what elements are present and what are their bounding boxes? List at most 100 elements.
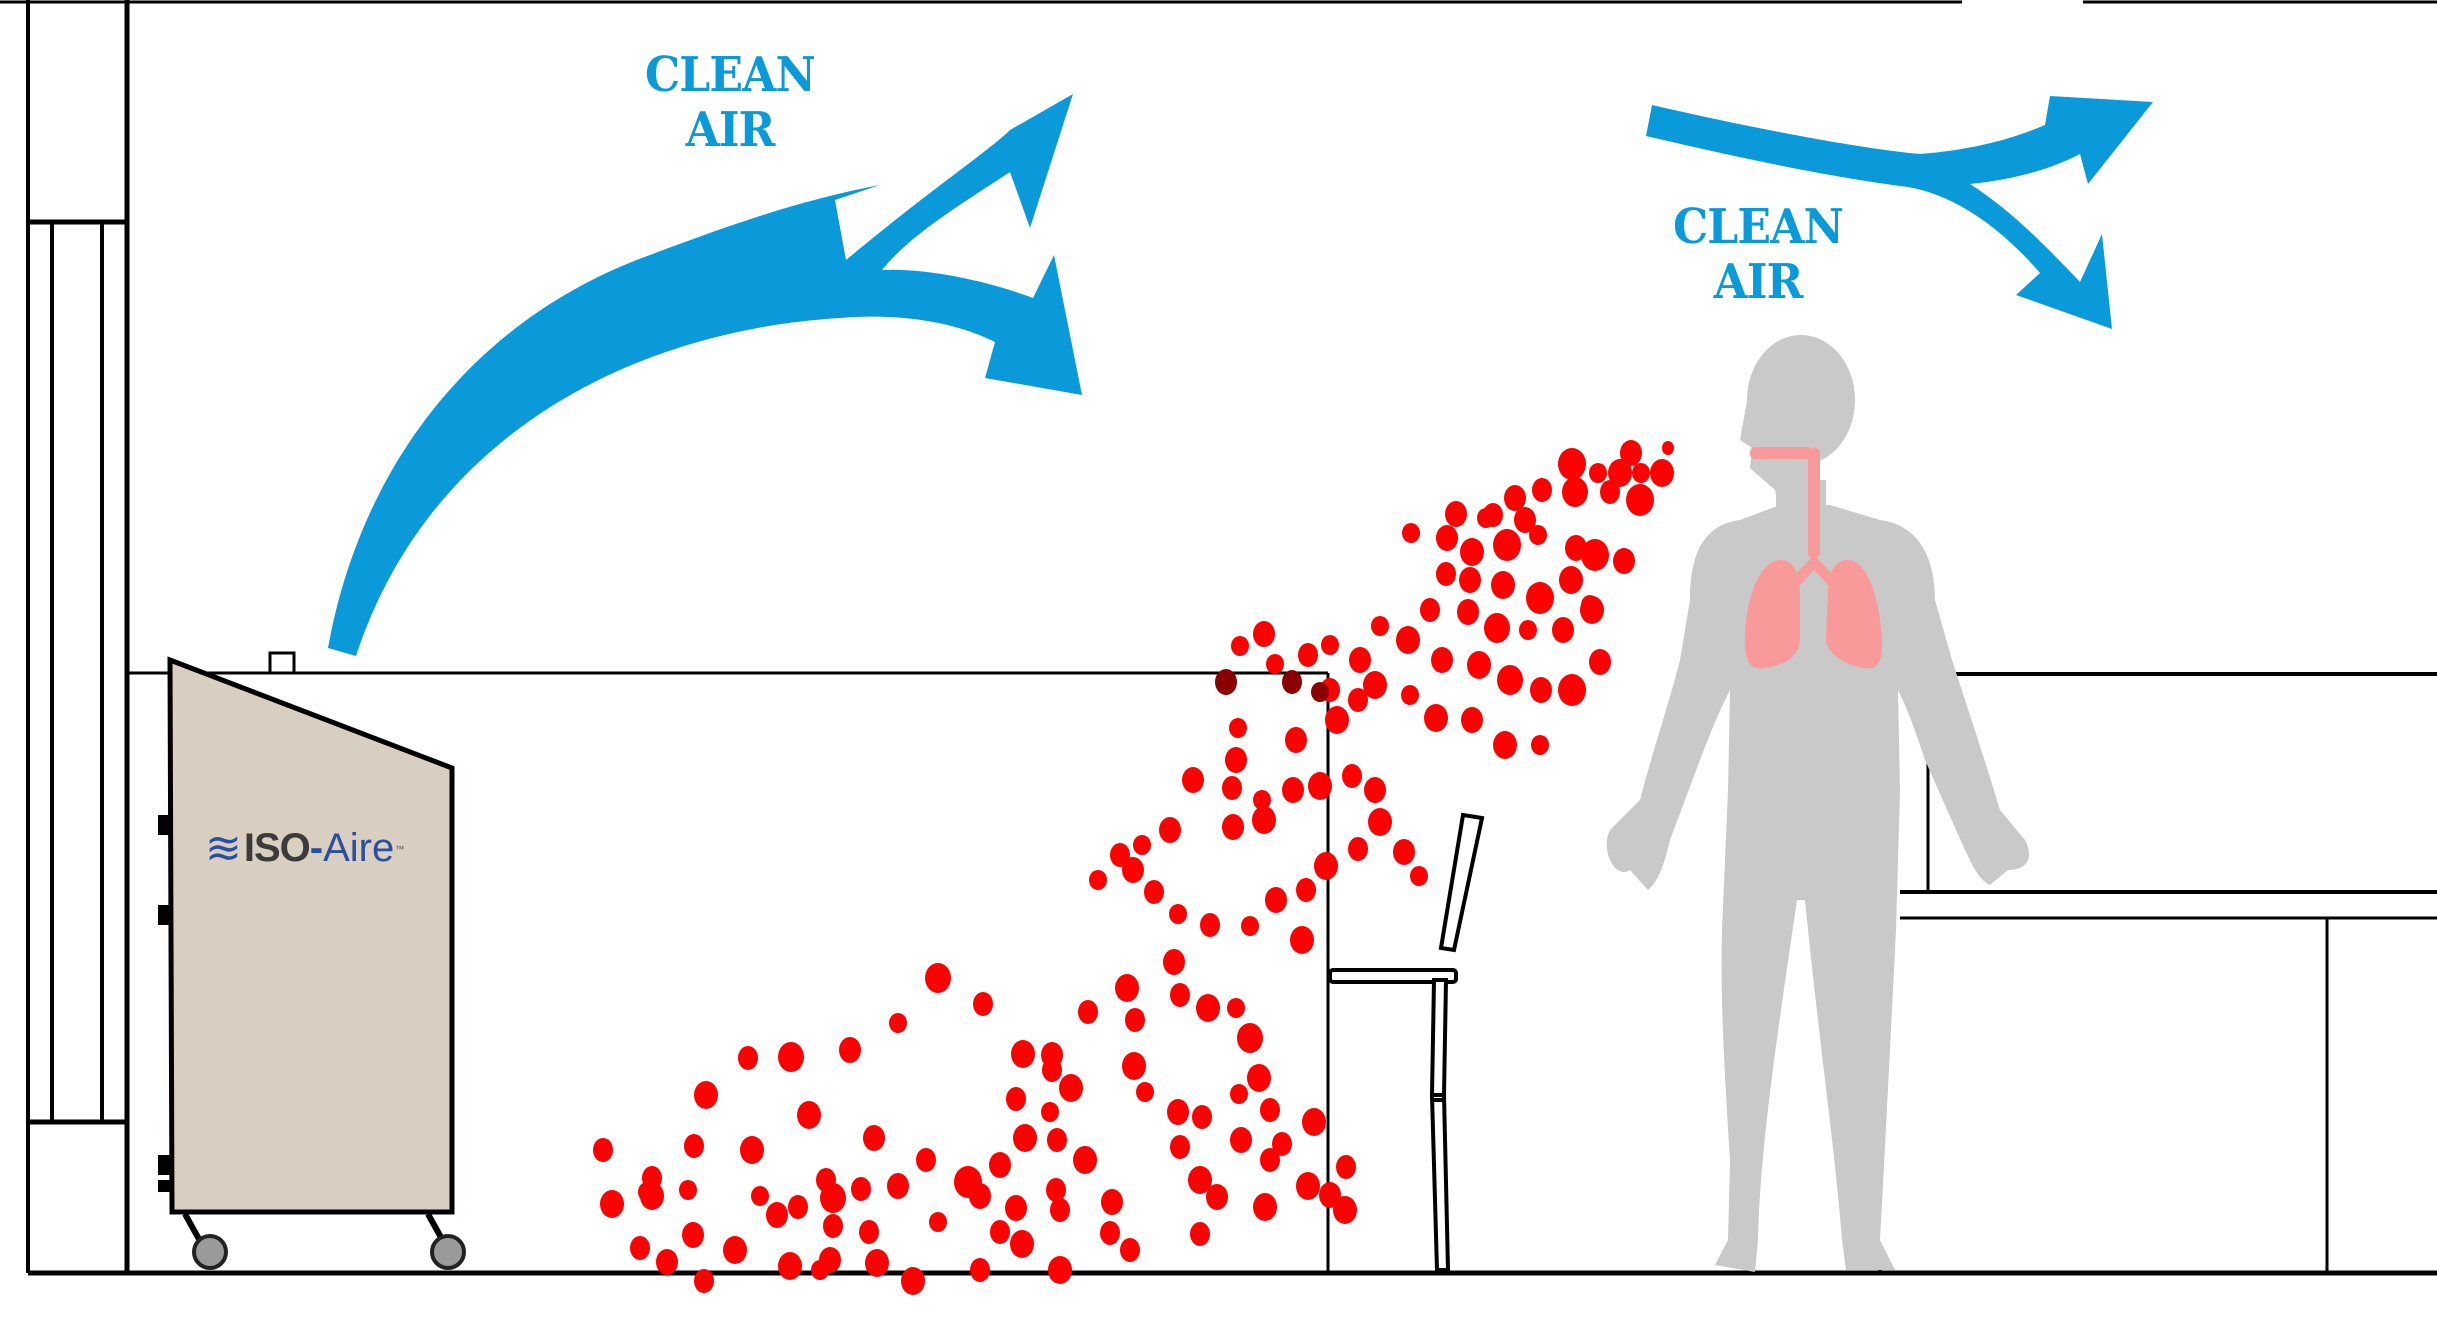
label-line1: CLEAN bbox=[645, 47, 816, 103]
droplet bbox=[1342, 764, 1362, 788]
droplet bbox=[1497, 665, 1523, 695]
droplet bbox=[969, 1183, 991, 1209]
droplet bbox=[1222, 814, 1244, 840]
droplet bbox=[1467, 651, 1491, 679]
droplet bbox=[1457, 599, 1479, 625]
droplet bbox=[887, 1173, 909, 1199]
droplet bbox=[1100, 1221, 1120, 1245]
droplet bbox=[1115, 974, 1139, 1002]
droplet bbox=[1296, 878, 1316, 902]
droplet bbox=[1608, 459, 1632, 487]
droplet bbox=[1298, 643, 1318, 667]
droplet bbox=[811, 1260, 829, 1280]
droplet bbox=[1308, 772, 1332, 800]
droplet bbox=[1182, 767, 1204, 793]
droplet bbox=[823, 1214, 843, 1238]
droplet bbox=[863, 1125, 885, 1151]
droplet bbox=[1461, 707, 1483, 733]
droplet bbox=[1089, 870, 1107, 890]
droplet bbox=[1253, 1193, 1277, 1221]
droplet bbox=[1252, 806, 1276, 834]
droplet bbox=[1477, 508, 1495, 528]
iso-aire-unit bbox=[158, 651, 466, 1270]
droplet bbox=[1285, 727, 1307, 753]
clean-air-label-left: CLEAN AIR bbox=[638, 47, 822, 159]
droplet bbox=[916, 1148, 936, 1172]
droplet bbox=[1247, 1064, 1271, 1092]
droplet bbox=[1662, 441, 1674, 455]
droplet bbox=[1632, 463, 1650, 483]
brand-dash: - bbox=[309, 826, 324, 870]
droplet bbox=[1122, 857, 1144, 883]
droplet bbox=[1047, 1128, 1067, 1152]
droplet bbox=[839, 1037, 861, 1063]
droplet bbox=[1532, 478, 1552, 502]
droplet bbox=[1504, 485, 1526, 511]
droplet bbox=[1491, 571, 1515, 599]
droplet bbox=[1110, 843, 1130, 867]
droplet bbox=[851, 1177, 871, 1201]
room-outline bbox=[0, 0, 2437, 1276]
clean-air-arrow-right bbox=[1646, 96, 2153, 329]
droplet bbox=[1562, 477, 1588, 507]
droplet bbox=[1290, 926, 1314, 954]
droplet bbox=[788, 1195, 808, 1219]
droplet bbox=[973, 992, 993, 1016]
droplet bbox=[656, 1249, 678, 1275]
droplet bbox=[1163, 949, 1185, 975]
droplet bbox=[1348, 688, 1368, 712]
droplet bbox=[1222, 776, 1242, 800]
lungs-icon bbox=[1745, 447, 1883, 669]
droplet bbox=[1122, 1052, 1146, 1080]
droplet bbox=[1059, 1074, 1083, 1102]
droplet bbox=[1041, 1102, 1059, 1122]
droplet bbox=[925, 963, 951, 993]
droplet bbox=[1558, 448, 1586, 480]
droplet bbox=[1206, 1184, 1228, 1210]
droplet bbox=[1192, 1105, 1212, 1129]
droplet bbox=[679, 1180, 697, 1200]
droplet bbox=[1296, 1172, 1320, 1200]
droplet bbox=[820, 1183, 846, 1213]
droplet bbox=[694, 1269, 714, 1293]
caster-wheel-left bbox=[182, 1212, 228, 1270]
caster-wheel-right bbox=[425, 1212, 466, 1270]
droplet bbox=[889, 1013, 907, 1033]
droplet bbox=[1005, 1195, 1027, 1221]
droplet bbox=[1589, 463, 1607, 483]
exhaled-droplets bbox=[593, 440, 1674, 1295]
droplet bbox=[642, 1166, 662, 1190]
chair bbox=[1328, 812, 1485, 1272]
droplet bbox=[1333, 1196, 1357, 1224]
droplet bbox=[1159, 817, 1181, 843]
droplet bbox=[1420, 598, 1440, 622]
droplet bbox=[630, 1236, 650, 1260]
droplet bbox=[1321, 635, 1339, 655]
label-line2: AIR bbox=[685, 102, 776, 159]
droplet bbox=[1613, 548, 1635, 574]
droplet bbox=[1229, 718, 1247, 738]
droplet bbox=[1431, 647, 1453, 673]
brand-aire: Aire bbox=[323, 826, 395, 870]
droplet bbox=[1200, 913, 1220, 937]
droplet bbox=[1046, 1178, 1066, 1202]
droplet bbox=[1581, 539, 1609, 571]
droplet bbox=[1188, 1166, 1212, 1194]
droplet bbox=[1241, 916, 1259, 936]
droplet bbox=[1620, 440, 1642, 466]
droplet bbox=[1265, 887, 1287, 913]
droplet bbox=[1073, 1146, 1097, 1174]
droplet bbox=[1215, 669, 1237, 695]
droplet bbox=[989, 1152, 1011, 1178]
droplet bbox=[1460, 538, 1484, 566]
droplet bbox=[929, 1212, 947, 1232]
clean-air-arrow-left bbox=[328, 94, 1082, 656]
droplet bbox=[1101, 1189, 1123, 1215]
droplet bbox=[1531, 735, 1549, 755]
droplet bbox=[797, 1101, 821, 1129]
droplet bbox=[1363, 671, 1387, 699]
droplet bbox=[1190, 1222, 1210, 1246]
droplet bbox=[1396, 626, 1420, 654]
droplet bbox=[1167, 1099, 1189, 1125]
